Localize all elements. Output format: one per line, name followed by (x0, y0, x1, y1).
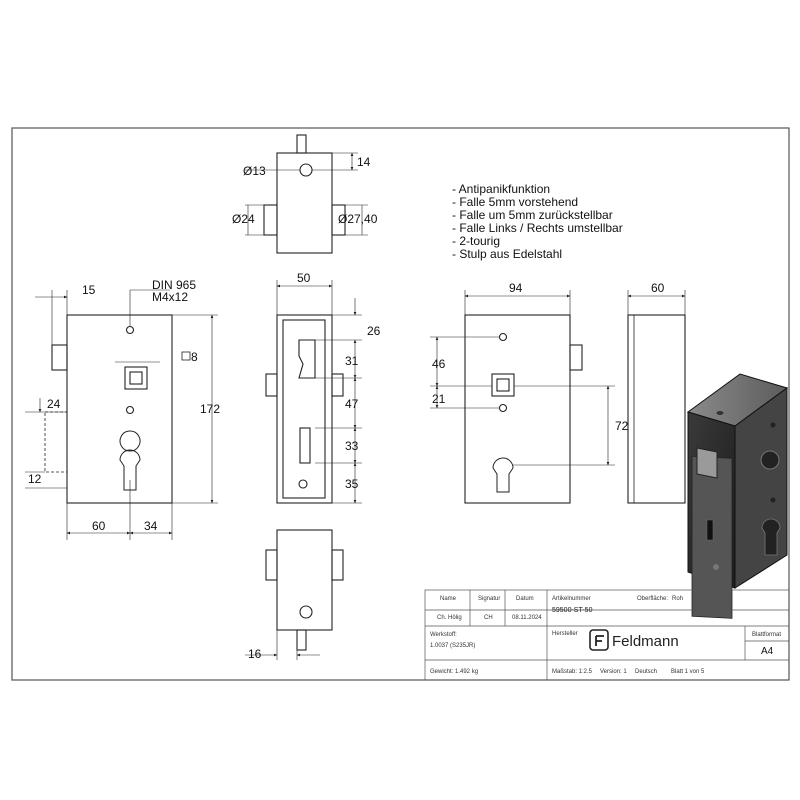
dim-right-d21: 21 (432, 392, 446, 406)
dim-top-d14: 14 (357, 155, 371, 169)
dim-right-d46: 46 (432, 357, 446, 371)
dim-left-d172: 172 (200, 402, 220, 416)
tb-header-datum: Datum (516, 596, 534, 602)
title-block (424, 589, 790, 681)
tb-value-blatt: Blatt 1 von 5 (671, 669, 705, 675)
lock-3d-render (686, 373, 789, 619)
dim-left-d24: 24 (47, 397, 61, 411)
feature-item: - Stulp aus Edelstahl (452, 247, 562, 261)
dim-left-square: 8 (191, 350, 198, 364)
dim-front-d31: 31 (345, 354, 359, 368)
dim-right-d72: 72 (615, 419, 629, 433)
dim-left-d12: 12 (28, 472, 42, 486)
square-symbol: 8 (181, 350, 198, 364)
feature-item: - 2-tourig (452, 234, 500, 248)
dim-left-d34: 34 (144, 519, 158, 533)
title-block-text: Name Signatur Datum Artikelnummer Oberfl… (430, 596, 781, 675)
feature-item: - Falle Links / Rechts umstellbar (452, 221, 623, 235)
dim-left-d60: 60 (92, 519, 106, 533)
tb-header-hersteller: Hersteller (552, 631, 578, 637)
dim-front-d47: 47 (345, 397, 359, 411)
dim-front-d26: 26 (367, 324, 381, 338)
feature-list: - Antipanikfunktion - Falle 5mm vorstehe… (452, 182, 623, 261)
feature-item: - Falle 5mm vorstehend (452, 195, 578, 209)
tb-value-massstab: Maßstab: 1:2.5 (552, 669, 593, 675)
feature-item: - Antipanikfunktion (452, 182, 550, 196)
left-view (25, 289, 218, 540)
dim-front-d50: 50 (297, 271, 311, 285)
dim-front-d33: 33 (345, 439, 359, 453)
drawing-frame (11, 127, 790, 681)
front-view (265, 280, 362, 504)
tb-header-name: Name (440, 596, 457, 602)
dim-side-d60: 60 (651, 281, 665, 295)
tb-header-werkstoff: Werkstoff: (430, 632, 457, 638)
dim-top-d13: Ø13 (243, 164, 266, 178)
tb-header-signatur: Signatur (478, 596, 500, 602)
tb-value-blattformat: A4 (761, 646, 774, 657)
dim-top-d24: Ø24 (232, 212, 255, 226)
dim-right-d94: 94 (509, 281, 523, 295)
feature-item: - Falle um 5mm zurückstellbar (452, 208, 613, 222)
dim-left-din: DIN 965 (152, 278, 196, 292)
tb-value-sprache: Deutsch (635, 669, 657, 675)
dim-left-screw: M4x12 (152, 290, 188, 304)
dim-bottom-d16: 16 (248, 647, 262, 661)
tb-value-oberflaeche: Roh (672, 596, 683, 602)
dim-front-d35: 35 (345, 477, 359, 491)
tb-value-gewicht: Gewicht: 1.492 kg (430, 669, 478, 675)
dim-left-d15: 15 (82, 283, 96, 297)
tb-value-signatur: CH (484, 615, 493, 621)
tb-value-name: Ch. Hölig (437, 615, 462, 621)
dim-top-d27: Ø27,40 (338, 212, 378, 226)
tb-header-artikelnummer: Artikelnummer (552, 596, 591, 602)
right-view (430, 290, 615, 504)
brand-name: Feldmann (612, 633, 679, 650)
tb-value-version: Version: 1 (600, 669, 627, 675)
top-view (245, 134, 368, 254)
tb-header-blattformat: Blattformat (752, 632, 781, 638)
tb-header-oberflaeche: Oberfläche: (637, 596, 668, 602)
tb-value-datum: 08.11.2024 (512, 615, 542, 621)
tb-value-werkstoff: 1.0037 (S235JR) (430, 643, 475, 649)
feldmann-logo: Feldmann (589, 629, 679, 651)
tb-value-artikelnummer: 59500-ST-50 (552, 607, 593, 614)
bottom-view (245, 529, 344, 660)
side-view (627, 290, 686, 504)
